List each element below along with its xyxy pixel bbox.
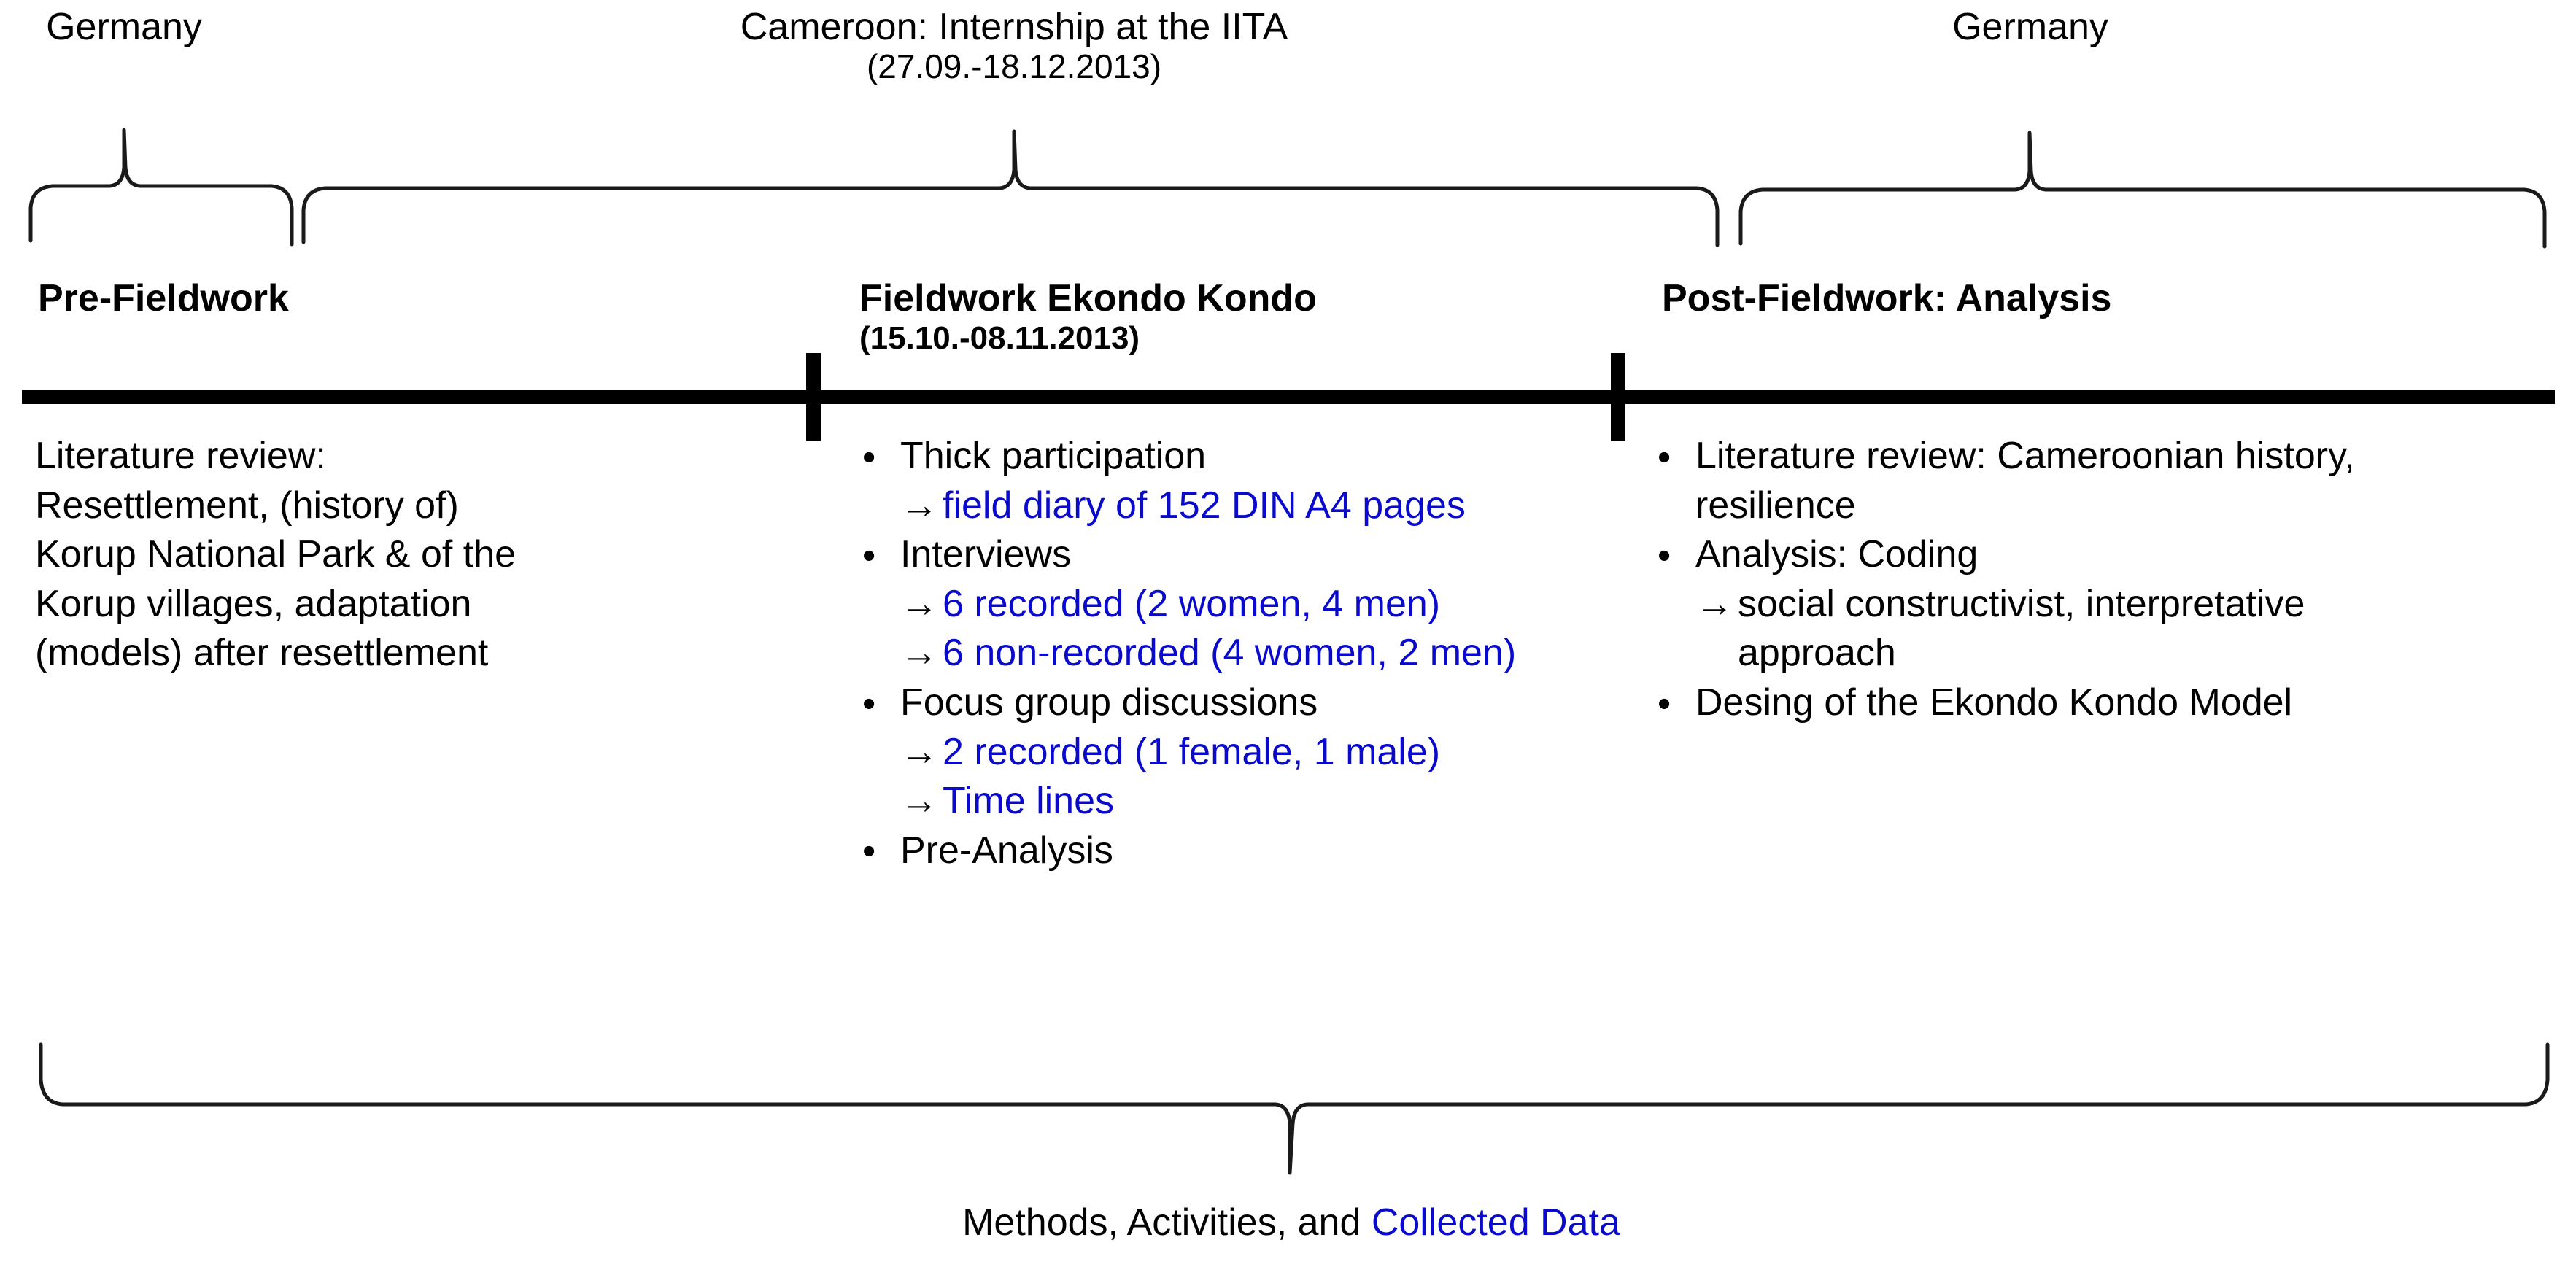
list-item: • Analysis: Coding → social constructivi…	[1647, 530, 2472, 678]
phase-title-fieldwork-label: Fieldwork Ekondo Kondo	[859, 277, 1317, 319]
sub-item: → 6 recorded (2 women, 4 men)	[900, 580, 1589, 629]
bullet-icon: •	[862, 830, 876, 873]
bullet-label: Thick participation	[900, 435, 1207, 477]
arrow-icon: →	[900, 730, 938, 773]
sub-list: → 6 recorded (2 women, 4 men) → 6 non-re…	[900, 580, 1589, 678]
sub-item-label: 6 recorded (2 women, 4 men)	[943, 582, 1441, 625]
sub-item-label: 6 non-recorded (4 women, 2 men)	[943, 632, 1517, 675]
sub-list: → field diary of 152 DIN A4 pages	[900, 481, 1589, 531]
arrow-icon: →	[900, 780, 938, 823]
bottom-caption-plain: Methods, Activities, and	[962, 1201, 1372, 1244]
top-label-cameroon: Cameroon: Internship at the IITA (27.09.…	[740, 6, 1288, 86]
sub-item-label: field diary of 152 DIN A4 pages	[943, 484, 1466, 527]
arrow-icon: →	[1695, 582, 1733, 625]
list-item: • Focus group discussions → 2 recorded (…	[852, 678, 1589, 826]
sub-item-label: 2 recorded (1 female, 1 male)	[943, 730, 1441, 773]
bottom-caption-highlight: Collected Data	[1371, 1201, 1620, 1244]
bullet-label: Pre-Analysis	[900, 829, 1113, 872]
sub-item-label: Time lines	[943, 780, 1115, 823]
phase-title-fieldwork-dates: (15.10.-08.11.2013)	[859, 320, 1140, 357]
column-post-fieldwork: • Literature review: Cameroonian history…	[1647, 432, 2472, 728]
bullet-icon: •	[862, 534, 876, 577]
bullet-label: Analysis: Coding	[1695, 533, 1979, 576]
phase-title-pre-fieldwork: Pre-Fieldwork	[38, 277, 289, 319]
brace-cameroon	[301, 129, 1720, 247]
sub-item: → 6 non-recorded (4 women, 2 men)	[900, 629, 1589, 678]
bullet-icon: •	[862, 682, 876, 725]
list-item: • Interviews → 6 recorded (2 women, 4 me…	[852, 530, 1589, 678]
pre-fieldwork-paragraph: Literature review: Resettlement, (histor…	[35, 435, 517, 675]
bullet-icon: •	[1658, 534, 1671, 577]
bullet-label: Desing of the Ekondo Kondo Model	[1695, 681, 2293, 724]
brace-bottom	[39, 1042, 2550, 1175]
sub-item: → field diary of 152 DIN A4 pages	[900, 481, 1589, 531]
top-label-germany-right: Germany	[1952, 6, 2108, 48]
fieldwork-bullet-list: • Thick participation → field diary of 1…	[852, 432, 1589, 875]
timeline-axis	[22, 390, 2555, 404]
arrow-icon: →	[900, 632, 938, 675]
list-item: • Desing of the Ekondo Kondo Model	[1647, 678, 2472, 728]
bullet-icon: •	[862, 435, 876, 478]
sub-item: → 2 recorded (1 female, 1 male)	[900, 728, 1589, 778]
column-pre-fieldwork: Literature review: Resettlement, (histor…	[35, 432, 779, 678]
sub-item: → social constructivist, interpretative …	[1695, 580, 2472, 678]
sub-list: → social constructivist, interpretative …	[1695, 580, 2472, 678]
list-item: • Pre-Analysis	[852, 826, 1589, 876]
arrow-icon: →	[900, 484, 938, 527]
list-item: • Literature review: Cameroonian history…	[1647, 432, 2472, 530]
bullet-icon: •	[1658, 682, 1671, 725]
sub-list: → 2 recorded (1 female, 1 male) → Time l…	[900, 728, 1589, 826]
timeline-tick-post-fieldwork-start	[1611, 353, 1625, 441]
column-fieldwork: • Thick participation → field diary of 1…	[852, 432, 1589, 875]
phase-title-post-fieldwork: Post-Fieldwork: Analysis	[1662, 277, 2112, 319]
bullet-label: Literature review: Cameroonian history, …	[1695, 435, 2355, 527]
top-label-cameroon-line2: (27.09.-18.12.2013)	[866, 47, 1162, 86]
timeline-tick-fieldwork-start	[806, 353, 821, 441]
bullet-label: Focus group discussions	[900, 681, 1318, 724]
bullet-icon: •	[1658, 435, 1671, 478]
bullet-label: Interviews	[900, 533, 1072, 576]
bottom-caption: Methods, Activities, and Collected Data	[962, 1200, 1620, 1245]
list-item: • Thick participation → field diary of 1…	[852, 432, 1589, 530]
post-fieldwork-bullet-list: • Literature review: Cameroonian history…	[1647, 432, 2472, 728]
brace-germany-left	[28, 128, 294, 247]
brace-germany-right	[1738, 131, 2547, 249]
phase-title-fieldwork: Fieldwork Ekondo Kondo (15.10.-08.11.201…	[859, 277, 1317, 357]
sub-item-label: social constructivist, interpretative ap…	[1738, 582, 2305, 675]
sub-item: → Time lines	[900, 777, 1589, 826]
top-label-germany-left: Germany	[46, 6, 202, 48]
arrow-icon: →	[900, 582, 938, 625]
top-label-cameroon-line1: Cameroon: Internship at the IITA	[740, 6, 1288, 48]
